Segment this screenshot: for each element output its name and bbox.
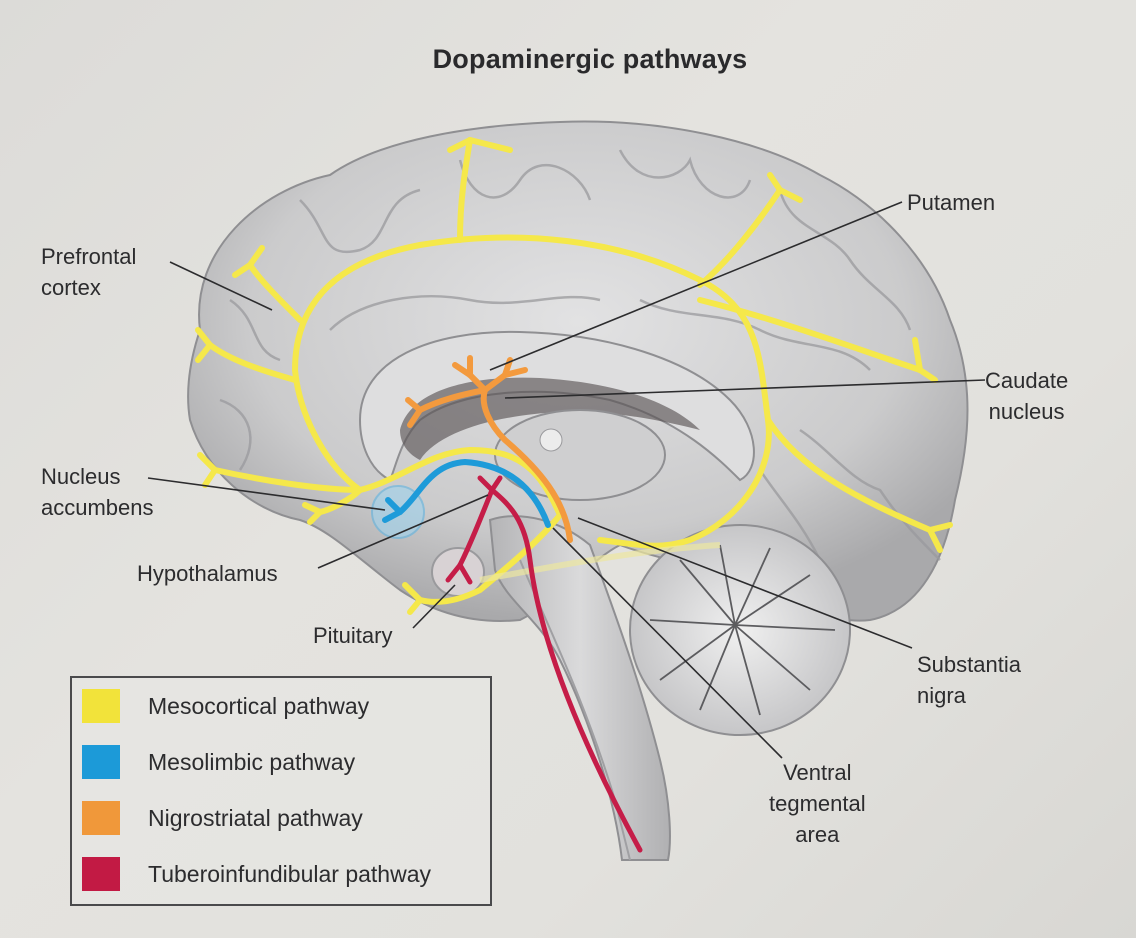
label-substantia-nigra: Substantia nigra xyxy=(917,652,1021,708)
legend-swatch-red xyxy=(82,857,120,891)
label-ventral-tegmental-area: Ventral tegmental area xyxy=(769,760,866,847)
legend-item-mesocortical: Mesocortical pathway xyxy=(82,688,369,724)
legend-label: Tuberoinfundibular pathway xyxy=(148,860,431,887)
label-putamen: Putamen xyxy=(907,190,996,215)
leader-accumbens xyxy=(147,477,386,511)
legend-item-nigrostriatal: Nigrostriatal pathway xyxy=(82,800,363,836)
mesolimbic-pathway xyxy=(382,458,551,528)
leader-substantia xyxy=(577,517,913,649)
legend-swatch-yellow xyxy=(82,689,120,723)
leader-putamen xyxy=(489,201,903,371)
mesocortical-faint-branch xyxy=(479,542,721,583)
legend-label: Mesocortical pathway xyxy=(148,692,370,719)
leader-lines xyxy=(147,201,986,759)
label-hypothalamus: Hypothalamus xyxy=(137,561,278,586)
lateral-ventricle xyxy=(400,377,700,460)
figure-title: Dopaminergic pathways xyxy=(432,44,748,74)
tuberoinfundibular-pathway xyxy=(445,475,643,853)
leader-pituitary xyxy=(412,584,456,629)
label-nucleus-accumbens: Nucleus accumbens xyxy=(41,464,154,520)
legend-item-mesolimbic: Mesolimbic pathway xyxy=(82,744,355,780)
legend-swatch-blue xyxy=(82,745,120,779)
mesocortical-pathway xyxy=(195,137,953,615)
nigrostriatal-pathway xyxy=(405,355,573,543)
leader-hypothalamus xyxy=(317,494,489,569)
legend-item-tuberoinfundibular: Tuberoinfundibular pathway xyxy=(82,856,431,892)
legend: Mesocortical pathway Mesolimbic pathway … xyxy=(70,676,492,906)
leader-vta xyxy=(552,527,783,759)
leader-caudate xyxy=(504,379,986,399)
legend-label: Mesolimbic pathway xyxy=(148,748,356,775)
leader-prefrontal xyxy=(169,261,273,311)
brainstem xyxy=(488,515,671,861)
gyri-folds xyxy=(219,149,941,561)
label-caudate-nucleus: Caudate nucleus xyxy=(985,368,1069,424)
legend-label: Nigrostriatal pathway xyxy=(148,804,363,831)
label-pituitary: Pituitary xyxy=(313,623,393,648)
label-prefrontal-cortex: Prefrontal cortex xyxy=(41,244,137,300)
legend-swatch-orange xyxy=(82,801,120,835)
